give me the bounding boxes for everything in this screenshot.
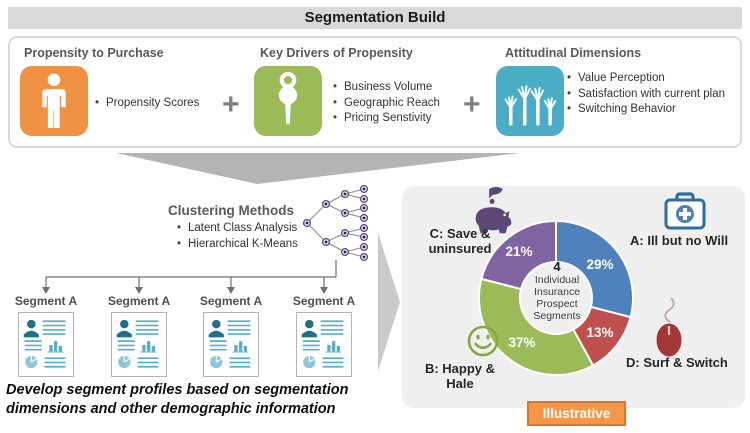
pct-label-d: 13% xyxy=(586,325,614,340)
legend-segment-a: A: Ill but no Will xyxy=(630,233,729,248)
segment-label: Segment A xyxy=(107,294,171,308)
column-title-drivers: Key Drivers of Propensity xyxy=(260,46,413,60)
donut-center-text: 4 Individual Insurance Prospect Segments xyxy=(515,259,599,322)
person-icon xyxy=(42,73,66,128)
raised-hands-icon xyxy=(504,85,557,126)
bullet-item: Value Perception xyxy=(566,71,738,87)
bullet-item: Hierarchical K-Means xyxy=(176,237,356,253)
bullet-item: Pricing Senstivity xyxy=(332,111,440,127)
segment-count: 4 xyxy=(553,259,561,274)
legend-segment-c: C: Save & uninsured xyxy=(428,226,492,256)
down-arrow xyxy=(116,153,520,184)
donut-slice xyxy=(480,219,557,291)
legend-segment-b: B: Happy & Hale xyxy=(424,361,496,391)
bullet-item: Geographic Reach xyxy=(332,96,440,112)
bullet-item: Latent Class Analysis xyxy=(176,221,356,237)
segment-profile-document-icon xyxy=(111,312,167,377)
plus-sign: + xyxy=(463,88,481,121)
key-icon xyxy=(254,66,322,136)
pct-label-a: 29% xyxy=(586,257,614,272)
plus-sign: + xyxy=(222,88,240,121)
pct-label-c: 21% xyxy=(505,244,533,259)
clustering-bullets: Latent Class Analysis Hierarchical K-Mea… xyxy=(176,221,356,252)
segment-label: Segment A xyxy=(199,294,263,308)
inputs-panel: Propensity to Purchase Propensity Scores… xyxy=(8,36,742,148)
legend-segment-d: D: Surf & Switch xyxy=(626,355,728,370)
donut-slice xyxy=(555,219,634,319)
pct-label-b: 37% xyxy=(508,335,536,350)
right-arrow xyxy=(378,233,400,371)
first-aid-kit-icon xyxy=(664,192,706,230)
key-icon xyxy=(278,71,298,125)
segment-profile-document-icon xyxy=(18,312,74,377)
caption-text: Develop segment profiles based on segmen… xyxy=(6,382,349,417)
segment-profile-document-icon xyxy=(296,312,352,377)
smiley-face-icon xyxy=(467,325,499,357)
clustering-title: Clustering Methods xyxy=(168,203,295,218)
illustrative-badge: Illustrative xyxy=(527,401,626,426)
bullet-list-propensity: Propensity Scores xyxy=(94,96,199,112)
bullet-item: Satisfaction with current plan xyxy=(566,87,738,103)
segment-label: Segment A xyxy=(14,294,78,308)
segment-connectors xyxy=(45,260,337,287)
segment-profile-document-icon xyxy=(203,312,259,377)
bullet-item: Propensity Scores xyxy=(94,96,199,112)
donut-slice xyxy=(478,277,595,376)
segment-label: Segment A xyxy=(292,294,356,308)
bullet-list-attitudinal: Value Perception Satisfaction with curre… xyxy=(566,71,738,118)
column-title-propensity: Propensity to Purchase xyxy=(24,46,164,60)
segments-result-panel: C: Save & uninsured A: Ill but no Will B… xyxy=(402,186,745,408)
bullet-list-drivers: Business Volume Geographic Reach Pricing… xyxy=(332,80,440,127)
piggy-bank-icon xyxy=(475,186,512,234)
connector-arrowheads xyxy=(42,287,328,294)
donut-chart xyxy=(478,219,634,376)
person-icon xyxy=(20,66,88,136)
computer-mouse-icon xyxy=(656,297,682,357)
bullet-item: Switching Behavior xyxy=(566,102,738,118)
bullet-item: Business Volume xyxy=(332,80,440,96)
column-title-attitudinal: Attitudinal Dimensions xyxy=(505,46,642,60)
page-title: Segmentation Build xyxy=(8,7,742,29)
raised-hands-icon xyxy=(496,66,564,136)
